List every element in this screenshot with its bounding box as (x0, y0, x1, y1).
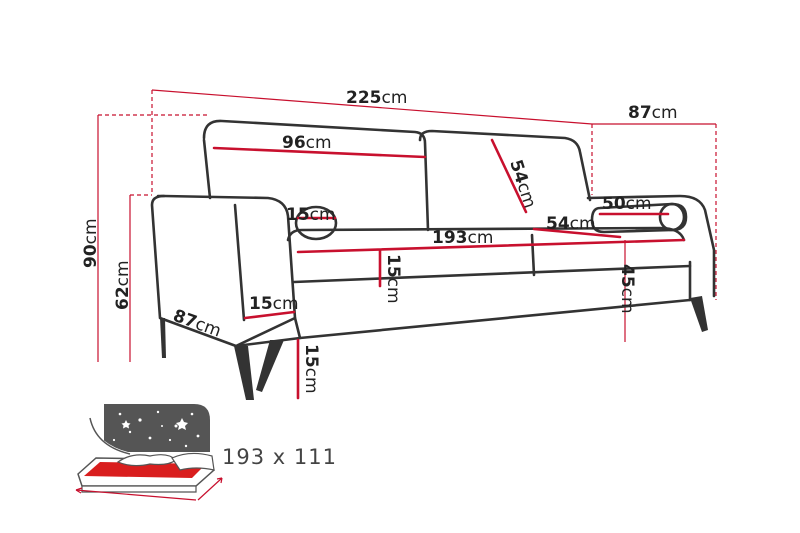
dimension-labels: 225cm 87cm 96cm 54cm 15cm 193cm 50cm 54c… (81, 88, 678, 394)
label-depth-top: 87cm (628, 103, 678, 123)
guide-lines (97, 89, 717, 362)
seat-cushion (286, 226, 686, 242)
backrest-left (202, 119, 430, 232)
label-seat-width: 193cm (432, 228, 493, 248)
sleeping-area-label: 193 x 111 (222, 445, 337, 469)
label-armrest-thickness: 15cm (249, 294, 299, 314)
label-armrest-height: 62cm (113, 260, 133, 310)
label-backrest-height: 54cm (505, 157, 539, 210)
label-depth-side: 87cm (170, 306, 223, 342)
label-armrest-width: 15cm (286, 205, 336, 225)
sofa-legs (160, 296, 708, 400)
label-seat-depth: 54cm (546, 214, 596, 234)
pillow-left (294, 205, 338, 241)
label-total-height: 90cm (81, 218, 101, 268)
label-leg-height: 15cm (301, 344, 321, 394)
label-seat-height: 45cm (617, 264, 637, 314)
armrest-right (586, 194, 716, 298)
starry-night-icon (88, 404, 210, 455)
label-seat-thickness: 15cm (383, 254, 403, 304)
bed-function-icon (75, 404, 223, 501)
label-total-width: 225cm (346, 88, 407, 108)
sofa-outline (150, 119, 716, 348)
backrest-right (418, 129, 592, 202)
armrest-left (150, 194, 297, 348)
label-backrest-width: 96cm (282, 133, 332, 153)
label-pillow-length: 50cm (602, 194, 652, 214)
measure-lines (212, 138, 686, 400)
